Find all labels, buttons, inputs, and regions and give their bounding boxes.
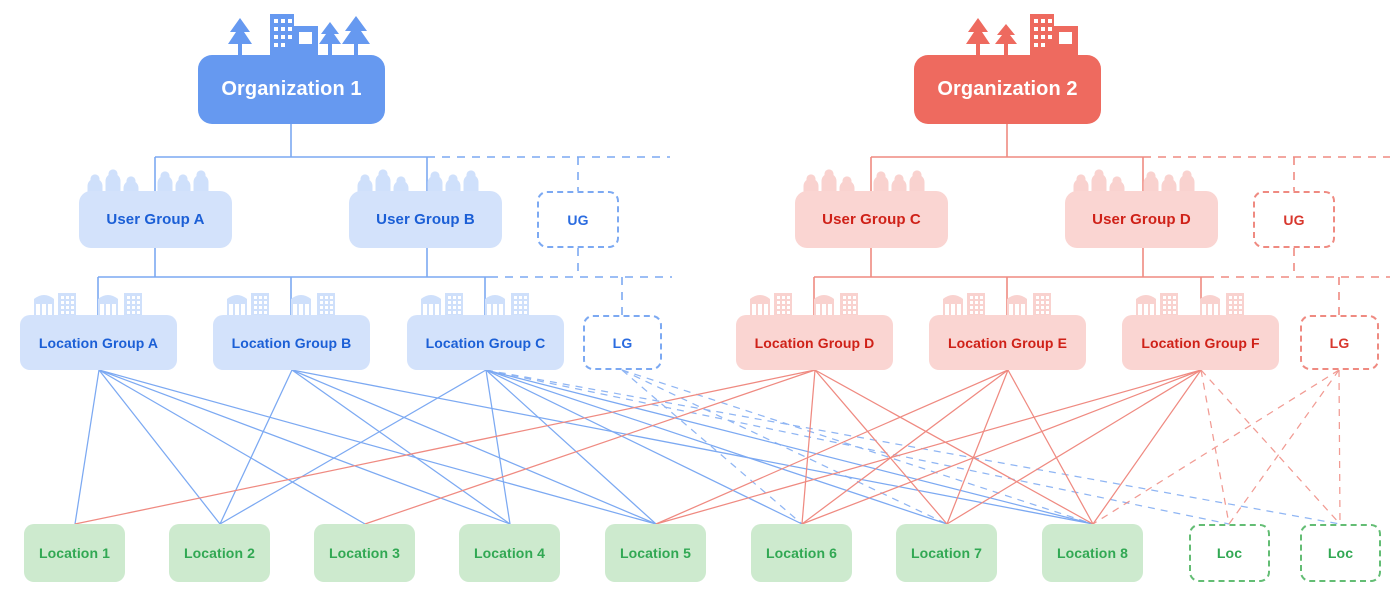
location-group-label: Location Group D: [754, 334, 875, 351]
location-group-label: Location Group C: [425, 334, 546, 351]
location-loc2[interactable]: Location 2: [169, 524, 270, 582]
location-group-lgf[interactable]: Location Group F: [1122, 315, 1279, 370]
user-group-placeholder-label: UG: [1283, 211, 1305, 228]
location-group-placeholder-lg-ghost-left[interactable]: LG: [583, 315, 662, 370]
location-group-lgb[interactable]: Location Group B: [213, 315, 370, 370]
location-group-label: Location Group E: [947, 334, 1068, 351]
user-group-label: User Group B: [376, 211, 475, 228]
location-group-label: Location Group B: [231, 334, 352, 351]
location-loc7[interactable]: Location 7: [896, 524, 997, 582]
organization-label: Organization 2: [937, 78, 1078, 100]
user-group-ugc[interactable]: User Group C: [795, 191, 948, 248]
location-loc1[interactable]: Location 1: [24, 524, 125, 582]
location-group-placeholder-label: LG: [1329, 334, 1350, 351]
user-group-label: User Group D: [1092, 211, 1191, 228]
location-group-placeholder-lg-ghost-right[interactable]: LG: [1300, 315, 1379, 370]
location-placeholder-label: Loc: [1216, 545, 1243, 561]
location-placeholder-label: Loc: [1327, 545, 1354, 561]
location-label: Location 4: [473, 545, 545, 561]
assignment-edge-dashed: [1092, 369, 1341, 525]
location-group-label: Location Group F: [1141, 334, 1260, 351]
location-label: Location 6: [765, 545, 837, 561]
location-label: Location 2: [183, 545, 255, 561]
user-group-placeholder-label: UG: [567, 211, 589, 228]
location-group-placeholder-label: LG: [612, 334, 633, 351]
location-assignment-edges: [74, 369, 1341, 525]
user-group-placeholder-ug-ghost-left[interactable]: UG: [537, 191, 619, 248]
location-loc8[interactable]: Location 8: [1042, 524, 1143, 582]
user-group-placeholder-ug-ghost-right[interactable]: UG: [1253, 191, 1335, 248]
user-group-label: User Group C: [822, 211, 921, 228]
location-placeholder-loc-ghost-1[interactable]: Loc: [1189, 524, 1270, 582]
location-label: Location 3: [328, 545, 400, 561]
location-label: Location 7: [910, 545, 982, 561]
user-group-uga[interactable]: User Group A: [79, 191, 232, 248]
user-group-ugb[interactable]: User Group B: [349, 191, 502, 248]
location-loc6[interactable]: Location 6: [751, 524, 852, 582]
user-group-ugd[interactable]: User Group D: [1065, 191, 1218, 248]
location-group-lge[interactable]: Location Group E: [929, 315, 1086, 370]
location-loc4[interactable]: Location 4: [459, 524, 560, 582]
location-label: Location 5: [619, 545, 691, 561]
assignment-edge-solid: [74, 369, 1094, 525]
assignment-edge-solid: [74, 369, 1202, 525]
location-loc3[interactable]: Location 3: [314, 524, 415, 582]
organization-org1[interactable]: Organization 1: [198, 55, 385, 124]
location-label: Location 1: [38, 545, 110, 561]
location-label: Location 8: [1056, 545, 1128, 561]
location-loc5[interactable]: Location 5: [605, 524, 706, 582]
organization-org2[interactable]: Organization 2: [914, 55, 1101, 124]
location-placeholder-loc-ghost-2[interactable]: Loc: [1300, 524, 1381, 582]
assignment-edge-dashed: [485, 369, 1341, 525]
user-group-label: User Group A: [106, 211, 205, 228]
location-group-lga[interactable]: Location Group A: [20, 315, 177, 370]
location-group-lgd[interactable]: Location Group D: [736, 315, 893, 370]
location-group-label: Location Group A: [38, 334, 159, 351]
location-group-lgc[interactable]: Location Group C: [407, 315, 564, 370]
organization-label: Organization 1: [221, 78, 362, 100]
